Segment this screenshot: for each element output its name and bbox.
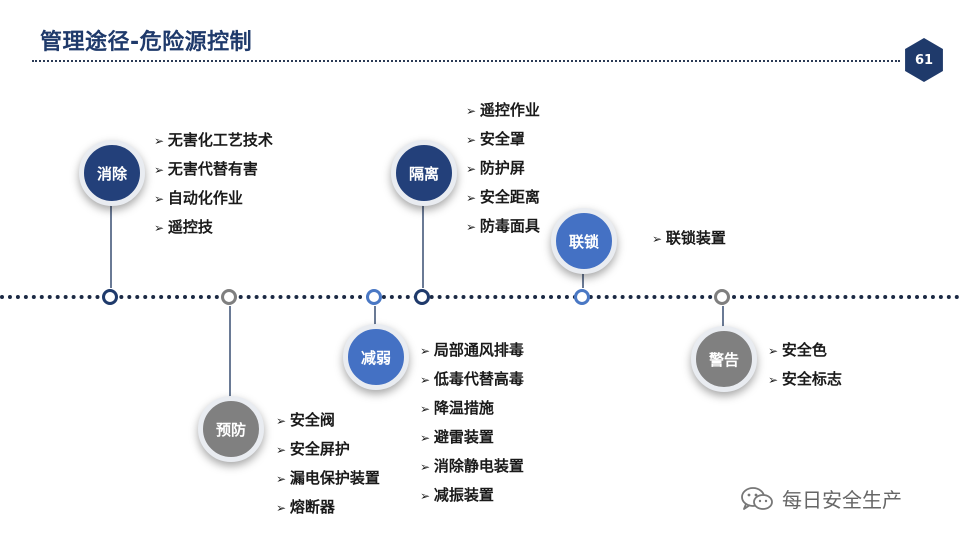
stem-yufang <box>229 306 231 400</box>
list-item: 无害化工艺技术 <box>154 126 273 155</box>
list-item: 自动化作业 <box>154 184 273 213</box>
list-item: 降温措施 <box>420 394 524 423</box>
list-item: 安全阀 <box>276 406 380 435</box>
stem-geli <box>422 200 424 288</box>
list-item: 安全罩 <box>466 125 540 154</box>
stem-xiaochu <box>110 200 112 288</box>
circle-jianruo: 减弱 <box>343 324 409 390</box>
list-item: 安全距离 <box>466 183 540 212</box>
circle-xiaochu: 消除 <box>79 140 145 206</box>
watermark-text: 每日安全生产 <box>782 488 902 512</box>
timeline-node-xiaochu <box>102 289 118 305</box>
list-item: 安全标志 <box>768 365 842 394</box>
page-number-badge: 61 <box>905 38 943 82</box>
list-item: 联锁装置 <box>652 224 726 253</box>
list-item: 防护屏 <box>466 154 540 183</box>
page-title: 管理途径-危险源控制 <box>40 30 253 55</box>
list-item: 低毒代替高毒 <box>420 365 524 394</box>
list-item: 无害代替有害 <box>154 155 273 184</box>
list-item: 熔断器 <box>276 493 380 522</box>
list-item: 消除静电装置 <box>420 452 524 481</box>
list-jianruo: 局部通风排毒 低毒代替高毒 降温措施 避雷装置 消除静电装置 减振装置 <box>420 336 524 510</box>
list-item: 防毒面具 <box>466 212 540 241</box>
list-item: 遥控技 <box>154 213 273 242</box>
list-jinggao: 安全色 安全标志 <box>768 336 842 394</box>
list-item: 避雷装置 <box>420 423 524 452</box>
list-item: 局部通风排毒 <box>420 336 524 365</box>
timeline-line <box>0 295 960 299</box>
wechat-icon <box>741 486 773 510</box>
list-geli: 遥控作业 安全罩 防护屏 安全距离 防毒面具 <box>466 96 540 241</box>
timeline-node-liansuo <box>574 289 590 305</box>
list-item: 漏电保护装置 <box>276 464 380 493</box>
circle-yufang: 预防 <box>198 396 264 462</box>
timeline-node-jianruo <box>366 289 382 305</box>
list-item: 遥控作业 <box>466 96 540 125</box>
circle-jinggao: 警告 <box>691 326 757 392</box>
timeline-node-geli <box>414 289 430 305</box>
timeline-node-jinggao <box>714 289 730 305</box>
list-item: 安全色 <box>768 336 842 365</box>
timeline-node-yufang <box>221 289 237 305</box>
list-yufang: 安全阀 安全屏护 漏电保护装置 熔断器 <box>276 406 380 522</box>
list-xiaochu: 无害化工艺技术 无害代替有害 自动化作业 遥控技 <box>154 126 273 242</box>
stem-jinggao <box>722 306 724 328</box>
stem-jianruo <box>374 306 376 326</box>
list-item: 减振装置 <box>420 481 524 510</box>
circle-liansuo: 联锁 <box>551 208 617 274</box>
circle-geli: 隔离 <box>391 140 457 206</box>
list-liansuo: 联锁装置 <box>652 224 726 253</box>
title-divider <box>32 60 900 62</box>
list-item: 安全屏护 <box>276 435 380 464</box>
stem-liansuo <box>582 268 584 288</box>
watermark: 每日安全生产 <box>740 484 902 513</box>
